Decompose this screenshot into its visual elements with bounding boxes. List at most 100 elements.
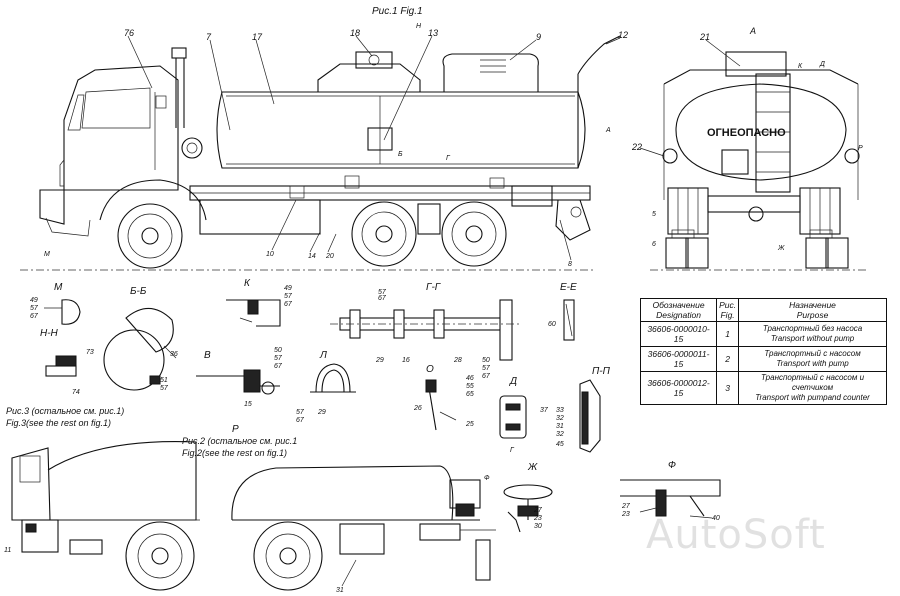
header-purpose-ru: Назначение (789, 300, 836, 310)
o-callout-65: 65 (466, 391, 474, 398)
cell-fig: 3 (716, 371, 740, 405)
detail-l: Л 57 67 29 (296, 350, 356, 424)
callout-6: 6 (652, 241, 656, 248)
callout-21: 21 (699, 32, 710, 42)
callout-5: 5 (652, 211, 656, 218)
section-label-f-small: Ф (484, 475, 490, 482)
section-mark-zh-rear: Ж (777, 245, 785, 252)
header-fig-en: Fig. (720, 310, 735, 320)
callout-13: 13 (428, 28, 438, 38)
section-label-bb: Б-Б (130, 286, 147, 297)
cell-purpose-ru: Транспортный без насоса (762, 324, 863, 333)
figure2-title-ru: Рис.2 (остальное см. рис.1 (182, 436, 297, 446)
section-label-l: Л (319, 350, 327, 361)
callout-12: 12 (618, 30, 628, 40)
header-designation-en: Designation (656, 310, 701, 320)
k-callout-49: 49 (284, 285, 292, 292)
callout-10: 10 (266, 251, 274, 258)
watermark: AutoSoft (646, 512, 826, 558)
cell-designation: 36606-0000010-15 (639, 321, 718, 347)
detail-bb: Б-Б 36 51 57 (103, 286, 178, 392)
section-mark-b: Б (398, 151, 403, 158)
cell-purpose: Транспортный с насосом и счетчиком Trans… (738, 371, 887, 405)
figure2-title-en: Fig.2(see the rest on fig.1) (182, 448, 287, 458)
side-view-tanker: 76 7 17 18 13 9 12 10 14 20 8 Б Г А М (20, 28, 628, 271)
header-purpose-en: Purpose (796, 310, 829, 320)
cell-purpose-en: Transport with pump (776, 359, 849, 368)
tank-inscription: ОГНЕОПАСНО (707, 127, 786, 139)
cell-purpose: Транспортный с насосом Transport with pu… (738, 346, 887, 372)
detail-ee: Е-Е 60 (548, 282, 577, 341)
gg-callout-67b: 67 (482, 373, 491, 380)
m-callout-67: 67 (30, 313, 39, 320)
v-callout-67: 67 (274, 363, 283, 370)
o-callout-25: 25 (465, 421, 474, 428)
table-row: 36606-0000012-15 3 Транспортный с насосо… (639, 371, 887, 405)
cell-purpose-ru: Транспортный с насосом (764, 349, 861, 358)
header-fig-ru: Рис. (719, 300, 737, 310)
v-callout-50: 50 (274, 347, 282, 354)
k-callout-57: 57 (284, 293, 293, 300)
nn-callout-74: 74 (72, 389, 80, 396)
cell-purpose-ru: Транспортный с насосом и счетчиком (761, 373, 865, 392)
detail-zh: Ж Ф 27 23 30 (484, 462, 553, 533)
section-mark-d-rear: Д (819, 61, 825, 68)
section-label-v: В (204, 350, 211, 361)
pp-callout-33: 33 (556, 407, 564, 414)
o-callout-26: 26 (413, 405, 422, 412)
section-label-zh: Ж (527, 462, 538, 473)
section-label-f: Ф (668, 460, 676, 471)
f-callout-27: 27 (621, 503, 631, 510)
detail-k: К 49 57 67 (226, 278, 293, 327)
pp-callout-32b: 32 (556, 431, 564, 438)
gg-callout-50: 50 (482, 357, 490, 364)
bb-callout-36: 36 (170, 351, 178, 358)
section-label-d: Д (509, 376, 517, 387)
callout-14: 14 (308, 253, 316, 260)
cell-fig: 1 (716, 321, 740, 347)
cell-designation: 36606-0000012-15 (639, 371, 718, 405)
detail-o: О 46 55 65 26 25 (413, 364, 474, 431)
bb-callout-51: 51 (160, 377, 168, 384)
variant-specification-table: Обозначение Designation Рис. Fig. Назнач… (639, 298, 887, 405)
ee-callout-60: 60 (548, 321, 556, 328)
cell-purpose: Транспортный без насоса Transport withou… (738, 321, 887, 347)
fig2-callout-31: 31 (336, 587, 344, 594)
callout-9: 9 (536, 32, 541, 42)
section-mark-r: Р (858, 145, 863, 152)
detail-gg: Г-Г 57 67 29 16 28 50 57 67 (330, 282, 520, 380)
figure3-partial-view: Рис.3 (остальное см. рис.1) Fig.3(see th… (4, 406, 200, 591)
pp-callout-45: 45 (556, 441, 564, 448)
rear-view-tanker: А ОГНЕОПАСНО 21 22 (631, 26, 866, 271)
table-header-row: Обозначение Designation Рис. Fig. Назнач… (639, 298, 887, 322)
callout-18: 18 (350, 28, 360, 38)
m-callout-49: 49 (30, 297, 38, 304)
gg-callout-57b: 57 (482, 365, 491, 372)
nn-callout-73: 73 (86, 349, 94, 356)
fig3-callout-11: 11 (4, 547, 11, 554)
rear-wheel-1 (351, 201, 417, 267)
gg-callout-29: 29 (375, 357, 384, 364)
gg-callout-16: 16 (402, 357, 410, 364)
section-label-r: Р (232, 424, 239, 435)
cell-purpose-en: Transport without pump (770, 334, 855, 343)
cell-designation: 36606-0000011-15 (639, 346, 718, 372)
figure3-title-ru: Рис.3 (остальное см. рис.1) (6, 406, 124, 416)
section-mark-g: Г (446, 155, 451, 162)
section-label-ee: Е-Е (560, 282, 577, 293)
gg-callout-57: 57 (378, 289, 387, 296)
rear-wheel-2 (441, 201, 507, 267)
gg-callout-28: 28 (453, 357, 462, 364)
detail-v: В 50 57 67 15 (196, 347, 283, 408)
front-wheel (117, 203, 183, 269)
section-label-gg: Г-Г (426, 282, 442, 293)
pp-callout-32: 32 (556, 415, 564, 422)
header-designation-ru: Обозначение (652, 300, 705, 310)
bb-callout-57: 57 (160, 385, 169, 392)
section-mark-k: К (798, 63, 803, 70)
section-label-pp: П-П (592, 366, 611, 377)
detail-m: М 49 57 67 (30, 282, 81, 325)
l-callout-29: 29 (317, 409, 326, 416)
figure2-partial-view: Рис.2 (остальное см. рис.1 Fig.2(see the… (182, 436, 496, 594)
